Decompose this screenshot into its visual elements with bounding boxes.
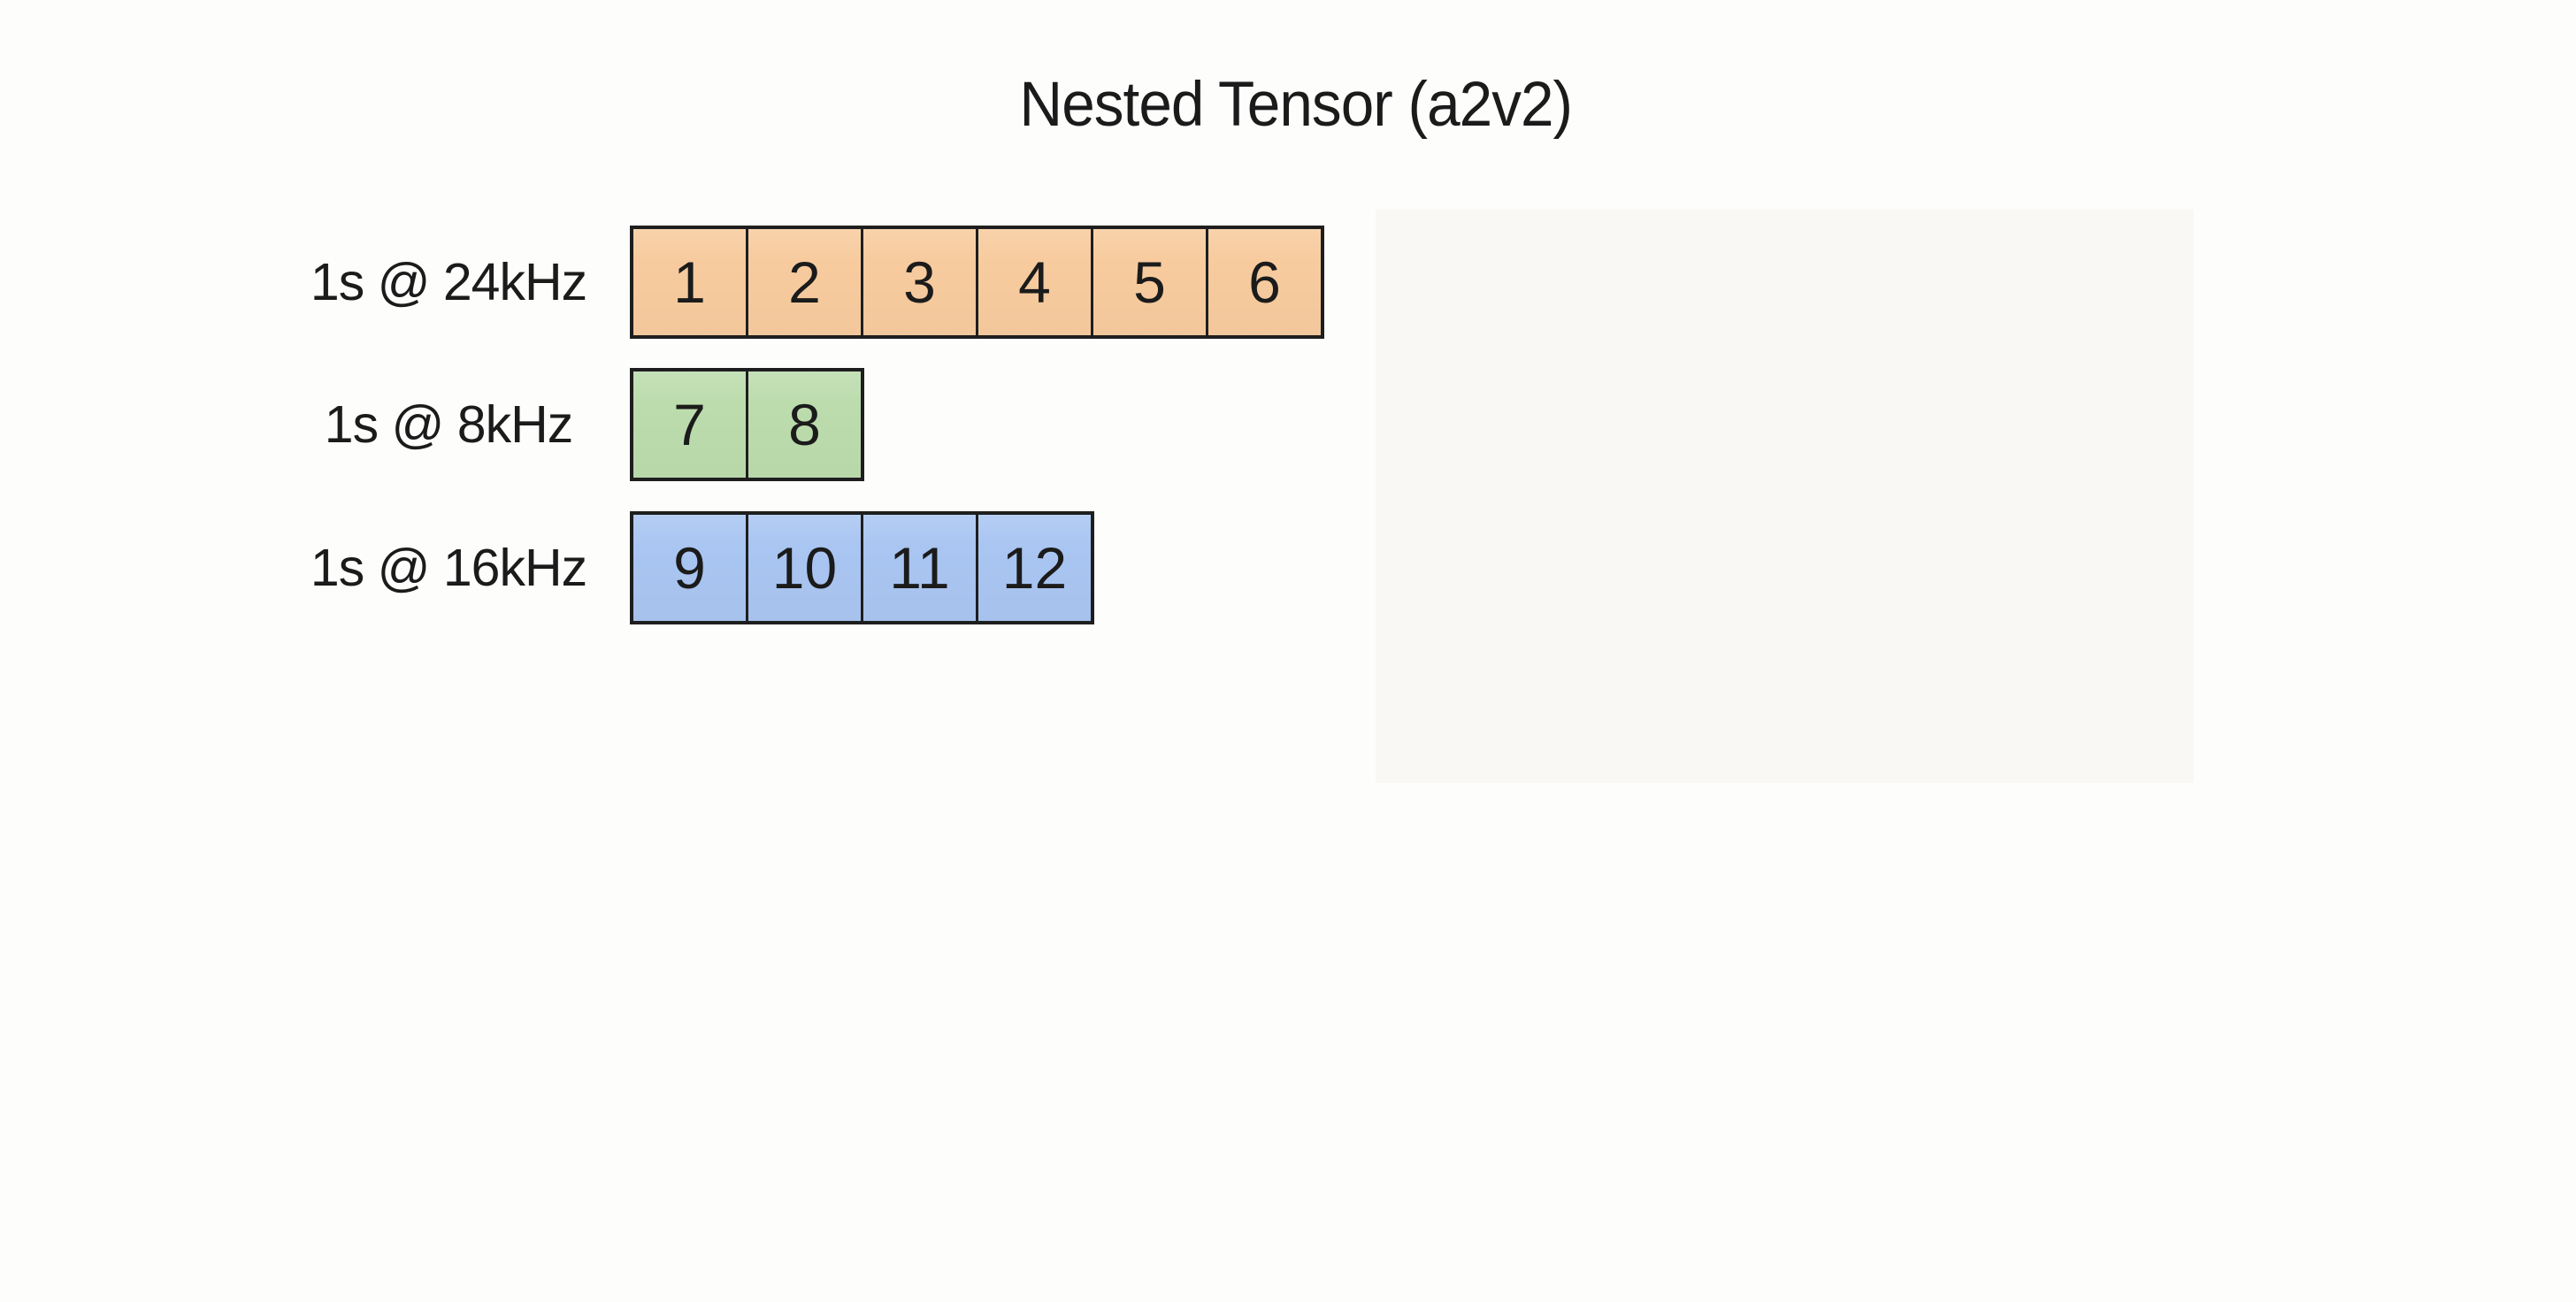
tensor-cell: 4: [978, 229, 1093, 335]
background-panel: [1376, 210, 2194, 783]
tensor-cell: 11: [863, 515, 978, 621]
row-label-blue: 1s @ 16kHz: [310, 539, 587, 597]
tensor-cell: 10: [748, 515, 863, 621]
tensor-cell: 12: [978, 515, 1091, 621]
row-label-green: 1s @ 8kHz: [324, 395, 573, 454]
tensor-cell: 5: [1093, 229, 1208, 335]
tensor-cell: 6: [1208, 229, 1321, 335]
tensor-cell: 2: [748, 229, 863, 335]
diagram-title: Nested Tensor (a2v2): [0, 69, 2576, 141]
tensor-cell: 1: [633, 229, 748, 335]
tensor-cell: 9: [633, 515, 748, 621]
tensor-cell: 8: [748, 371, 861, 478]
tensor-cell: 3: [863, 229, 978, 335]
row-label-orange: 1s @ 24kHz: [310, 253, 587, 311]
diagram-title-text: Nested Tensor (a2v2): [1019, 70, 1574, 140]
tensor-cell: 7: [633, 371, 748, 478]
